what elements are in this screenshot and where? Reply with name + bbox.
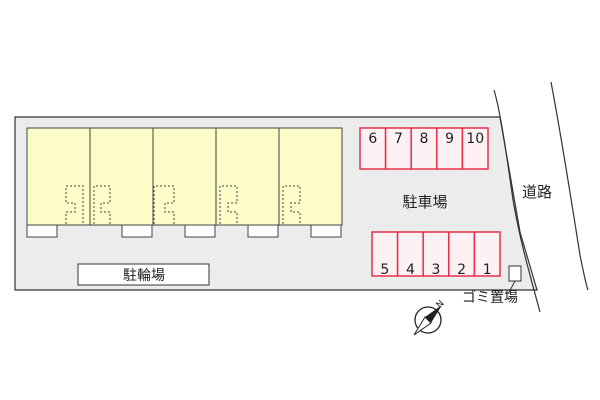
unit-5 [278,127,343,226]
parking-number: 1 [483,262,492,278]
entry-step [184,224,216,238]
road-edge-left [493,89,541,313]
road-label: 道路 [522,183,552,201]
parking-number: 8 [420,131,429,147]
parking-space-4 [396,231,424,277]
stair-4 [219,185,238,224]
entry-step [26,224,58,238]
stair-2 [93,185,111,224]
bicycle-parking [77,263,210,286]
parking-number: 10 [466,131,484,147]
entry-step [247,224,279,238]
parking-number: 6 [368,131,377,147]
road-edge-right [550,81,589,291]
bicycle-parking-label: 駐輪場 [123,267,165,284]
parking-number: 2 [457,262,466,278]
compass-needle-light [413,316,432,336]
north-label: N [435,299,447,311]
stair-1 [65,185,84,224]
building [26,127,343,226]
parking-number: 3 [432,262,441,278]
stair-5 [282,185,301,224]
unit-4 [215,127,280,226]
north-arrow-icon: N [413,299,447,336]
parking-space-1 [473,231,501,277]
unit-2 [89,127,154,226]
parking-number: 7 [394,131,403,147]
parking-space-10 [461,127,489,170]
garbage-leader [507,280,516,295]
entry-steps [26,224,342,238]
parking-space-2 [448,231,476,277]
parking-space-6 [359,127,387,170]
stair-3 [153,185,175,224]
parking-number: 9 [445,131,454,147]
stairs [65,185,301,224]
unit-3 [152,127,217,226]
entry-step [121,224,153,238]
entry-step [310,224,342,238]
garbage-box [508,265,522,282]
parking-number: 5 [380,262,389,278]
garbage-label: ゴミ置場 [462,289,518,306]
parking-space-8 [410,127,438,170]
compass-needle-dark [425,305,442,323]
unit-1 [26,127,91,226]
parking-number: 4 [406,262,415,278]
parking-label: 駐車場 [402,193,447,211]
